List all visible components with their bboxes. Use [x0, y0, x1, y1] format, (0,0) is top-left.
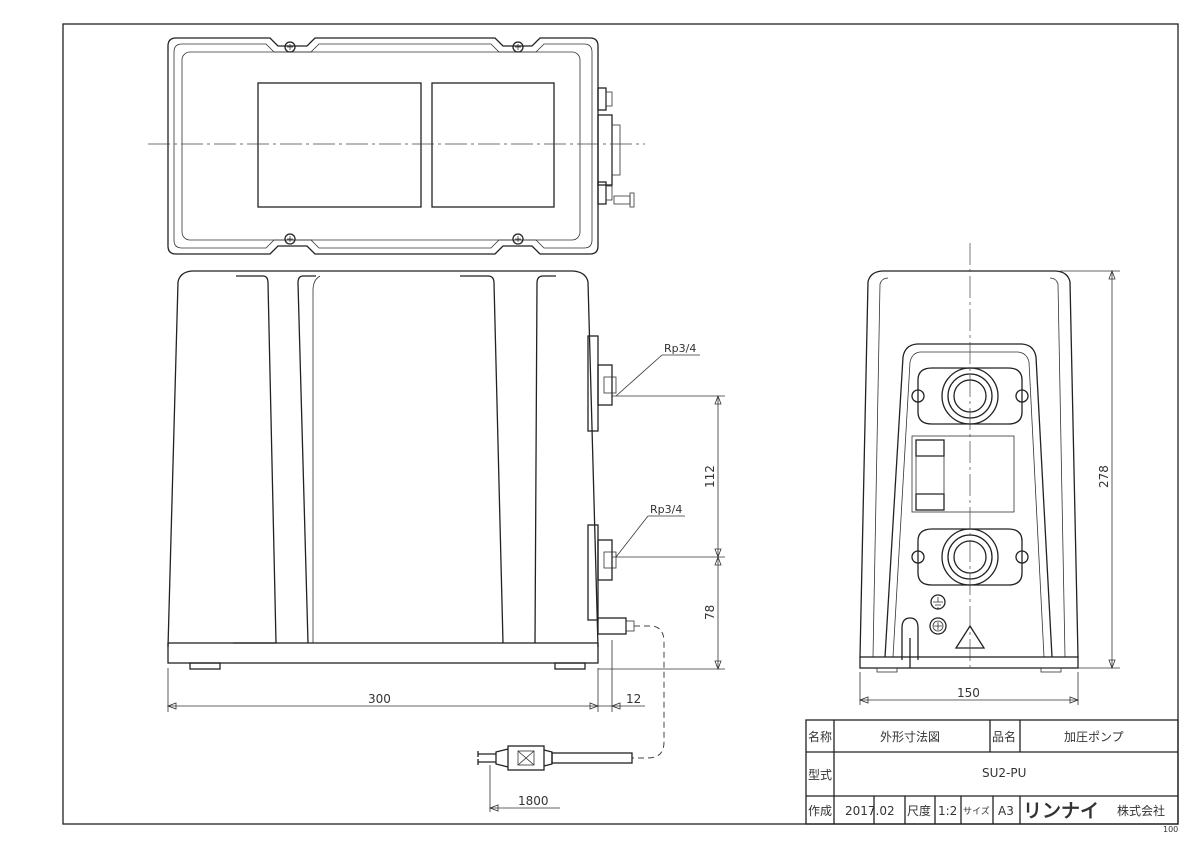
company-suffix: 株式会社: [1117, 803, 1165, 818]
title-model-value: SU2-PU: [982, 766, 1026, 780]
title-scale-label: 尺度: [907, 803, 931, 818]
title-model-label: 型式: [808, 768, 832, 782]
top-view: [148, 37, 645, 255]
title-name-label: 名称: [808, 729, 832, 744]
dim-300: 300: [368, 692, 391, 706]
sheet-number: 100: [1163, 825, 1178, 834]
power-plug-icon: [477, 745, 633, 771]
port-label-lower: Rp3/4: [650, 503, 682, 516]
company-logo: リンナイ: [1023, 800, 1099, 822]
dim-278: 278: [1097, 465, 1111, 488]
title-block: [805, 719, 1179, 825]
side-view: [859, 243, 1079, 673]
dim-78: 78: [703, 605, 717, 620]
top-window-right: [431, 82, 555, 208]
title-created-value: 2017.02: [845, 804, 895, 818]
top-window-left: [257, 82, 422, 208]
dim-150: 150: [957, 686, 980, 700]
title-scale-value: 1:2: [938, 804, 957, 818]
title-created-label: 作成: [808, 804, 832, 818]
front-dimensions: [166, 354, 725, 812]
dim-112: 112: [703, 465, 717, 488]
drawing-border: [62, 23, 1179, 825]
ground-icon: [929, 594, 947, 635]
port-label-upper: Rp3/4: [664, 342, 696, 355]
dim-1800: 1800: [518, 794, 549, 808]
title-size-label: サイズ: [963, 805, 990, 817]
dim-12: 12: [626, 692, 641, 706]
screw-icon: [284, 41, 524, 245]
title-size-value: A3: [998, 804, 1014, 818]
title-product-label: 品名: [992, 729, 1016, 744]
title-product-value: 加圧ポンプ: [1064, 730, 1124, 744]
side-dimensions: [858, 269, 1120, 705]
title-name-value: 外形寸法図: [880, 730, 940, 744]
front-view: [167, 270, 665, 771]
